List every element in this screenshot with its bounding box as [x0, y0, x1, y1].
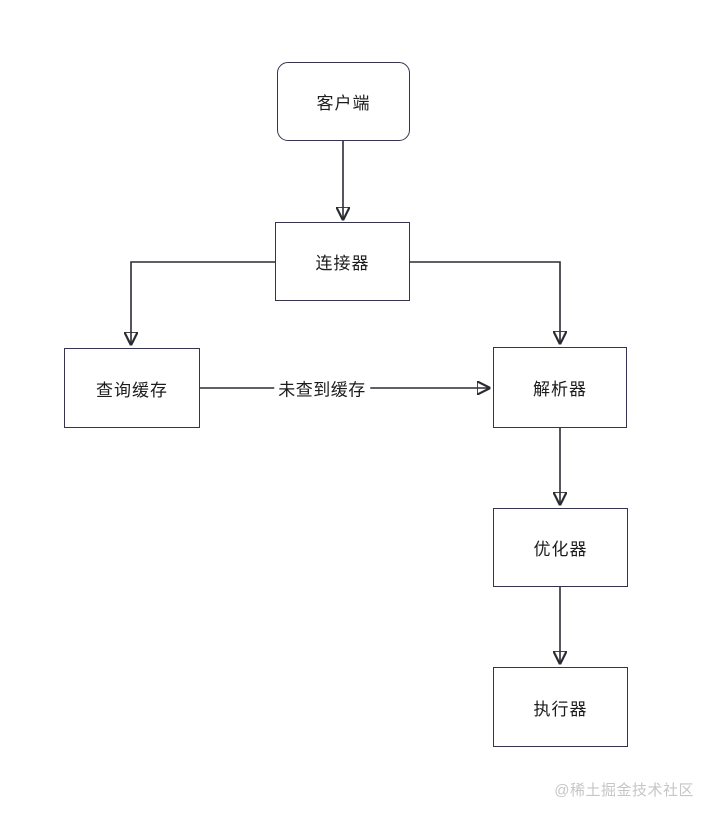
node-query-cache-label: 查询缓存	[96, 380, 168, 400]
node-connector: 连接器	[275, 222, 410, 301]
edge-label-no-cache-found: 未查到缓存	[274, 375, 370, 401]
node-client: 客户端	[277, 62, 410, 141]
node-query-cache: 查询缓存	[64, 348, 200, 428]
edge-connector-to-parser	[410, 261, 560, 343]
node-executor: 执行器	[493, 667, 628, 747]
node-optimizer-label: 优化器	[533, 540, 588, 559]
watermark-text: @稀土掘金技术社区	[554, 782, 694, 799]
node-optimizer: 优化器	[493, 508, 628, 587]
node-client-label: 客户端	[316, 94, 371, 113]
edge-connector-to-query-cache	[131, 261, 275, 344]
node-connector-label: 连接器	[315, 254, 370, 273]
node-parser: 解析器	[493, 347, 627, 428]
node-executor-label: 执行器	[533, 699, 588, 719]
node-parser-label: 解析器	[533, 380, 587, 399]
